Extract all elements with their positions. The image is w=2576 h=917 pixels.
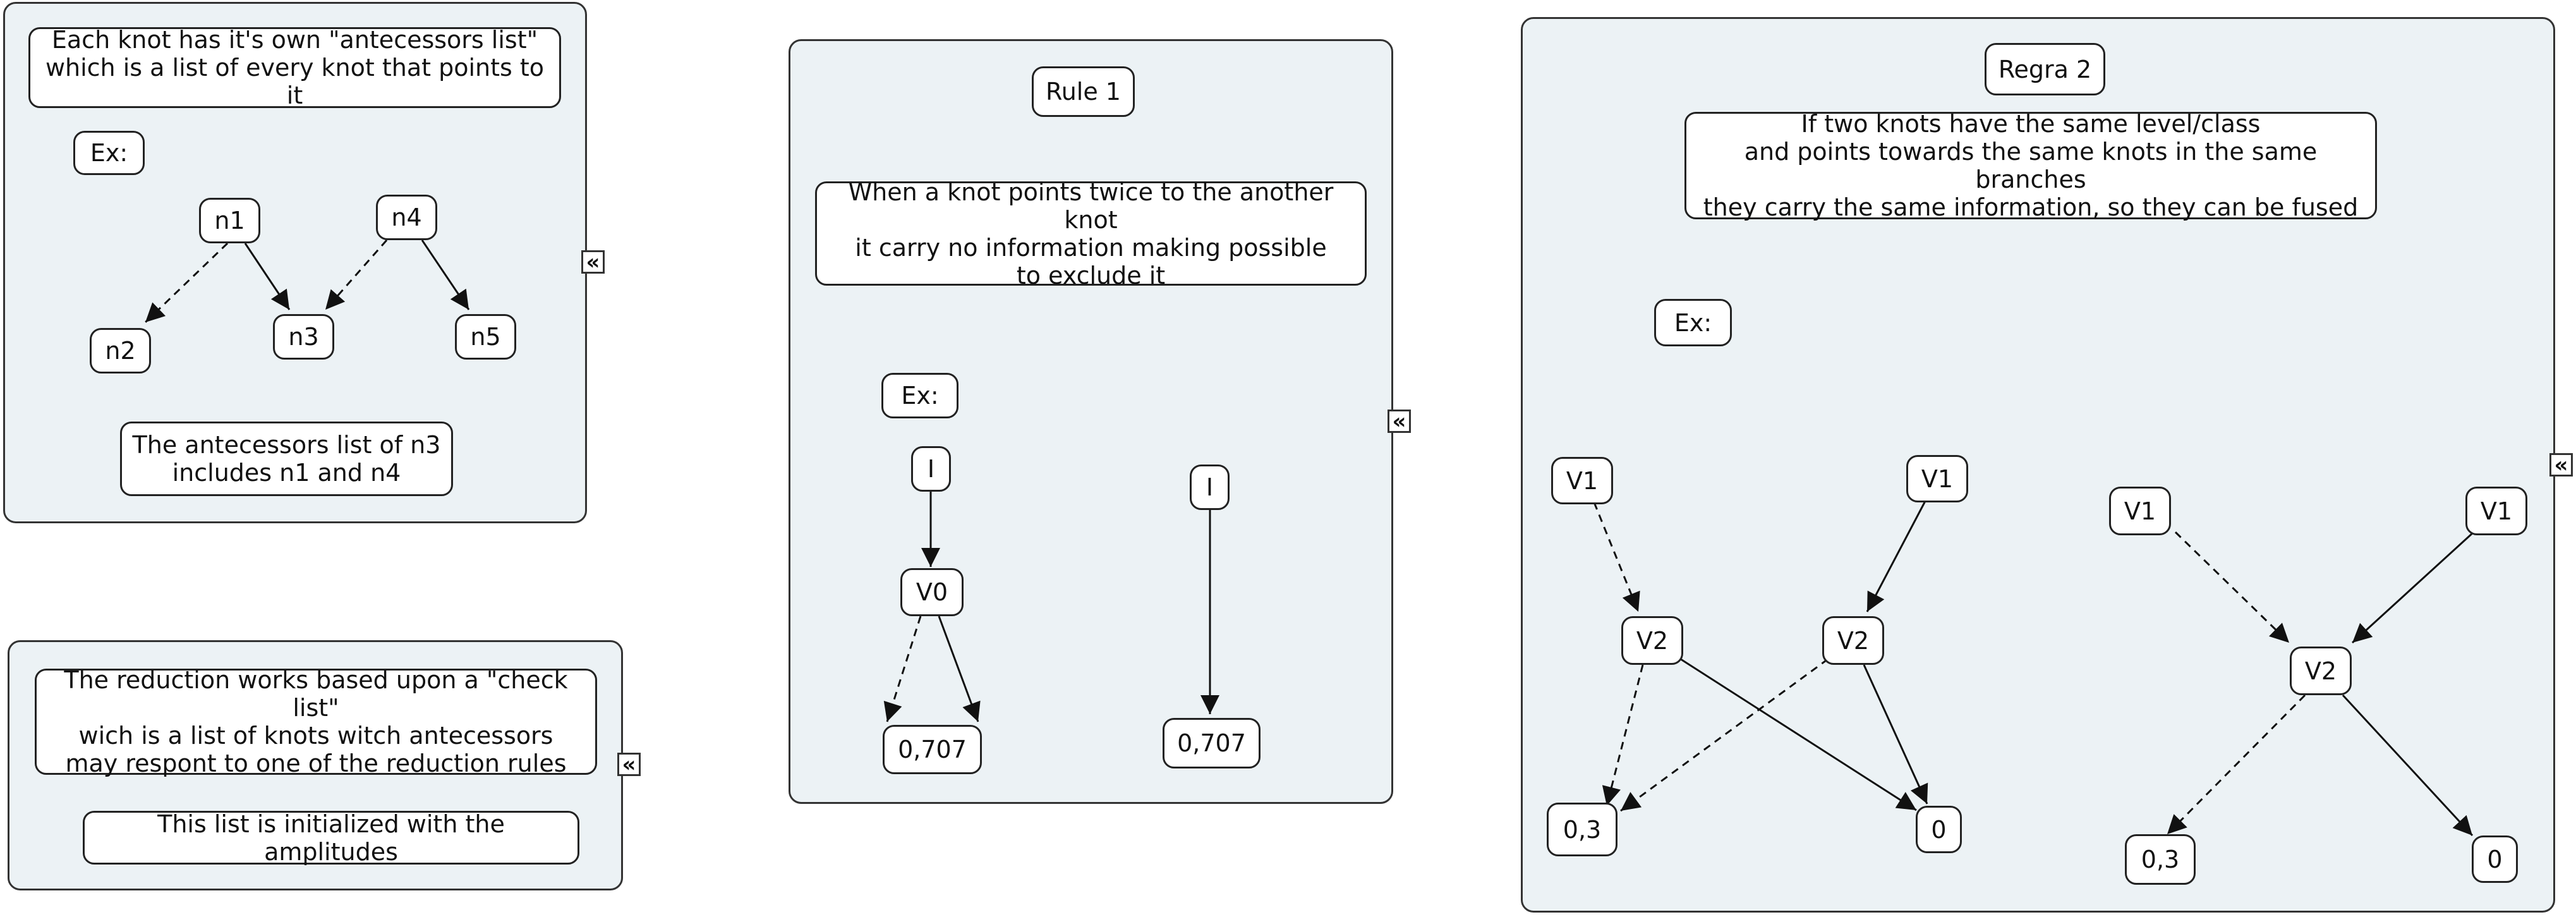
antecessors-note: The antecessors list of n3 includes n1 a…: [120, 422, 453, 496]
node-n2: n2: [90, 328, 151, 373]
node-i-before: I: [911, 446, 951, 492]
node-n5: n5: [455, 314, 516, 360]
rule-1-title: Rule 1: [1032, 66, 1135, 117]
collapse-icon[interactable]: «: [1388, 410, 1411, 433]
node-n3: n3: [273, 314, 334, 360]
node-leaf-b-after: 0: [2472, 835, 2518, 883]
check-list-intro: The reduction works based upon a "check …: [35, 666, 597, 777]
rule-2-title: Regra 2: [1985, 43, 2105, 95]
node-n4: n4: [376, 195, 437, 240]
node-leaf-before: 0,707: [883, 725, 982, 774]
collapse-icon[interactable]: «: [581, 250, 605, 274]
node-v0: V0: [900, 568, 964, 616]
node-leaf-a-before: 0,3: [1547, 803, 1618, 856]
node-v2-left-before: V2: [1621, 616, 1683, 665]
panel-rule-1: [789, 39, 1393, 804]
node-n1: n1: [199, 198, 260, 243]
collapse-icon[interactable]: «: [2549, 453, 2573, 477]
example-label: Ex:: [1654, 299, 1732, 346]
node-leaf-a-after: 0,3: [2125, 834, 2196, 885]
collapse-icon[interactable]: «: [617, 753, 641, 776]
rule-1-description: When a knot points twice to the another …: [815, 178, 1367, 289]
node-v1-left-before: V1: [1551, 457, 1613, 504]
node-v2-after: V2: [2290, 647, 2352, 695]
antecessors-intro: Each knot has it's own "antecessors list…: [28, 26, 561, 109]
example-label: Ex:: [881, 373, 958, 418]
node-i-after: I: [1190, 465, 1230, 510]
check-list-note: This list is initialized with the amplit…: [83, 810, 579, 866]
node-leaf-b-before: 0: [1916, 806, 1962, 853]
node-v1-left-after: V1: [2109, 487, 2171, 535]
rule-2-description: If two knots have the same level/class a…: [1684, 110, 2377, 221]
node-leaf-after: 0,707: [1163, 718, 1261, 768]
node-v1-right-after: V1: [2465, 487, 2527, 535]
node-v1-right-before: V1: [1906, 455, 1968, 502]
example-label: Ex:: [73, 131, 145, 175]
node-v2-right-before: V2: [1822, 616, 1884, 665]
